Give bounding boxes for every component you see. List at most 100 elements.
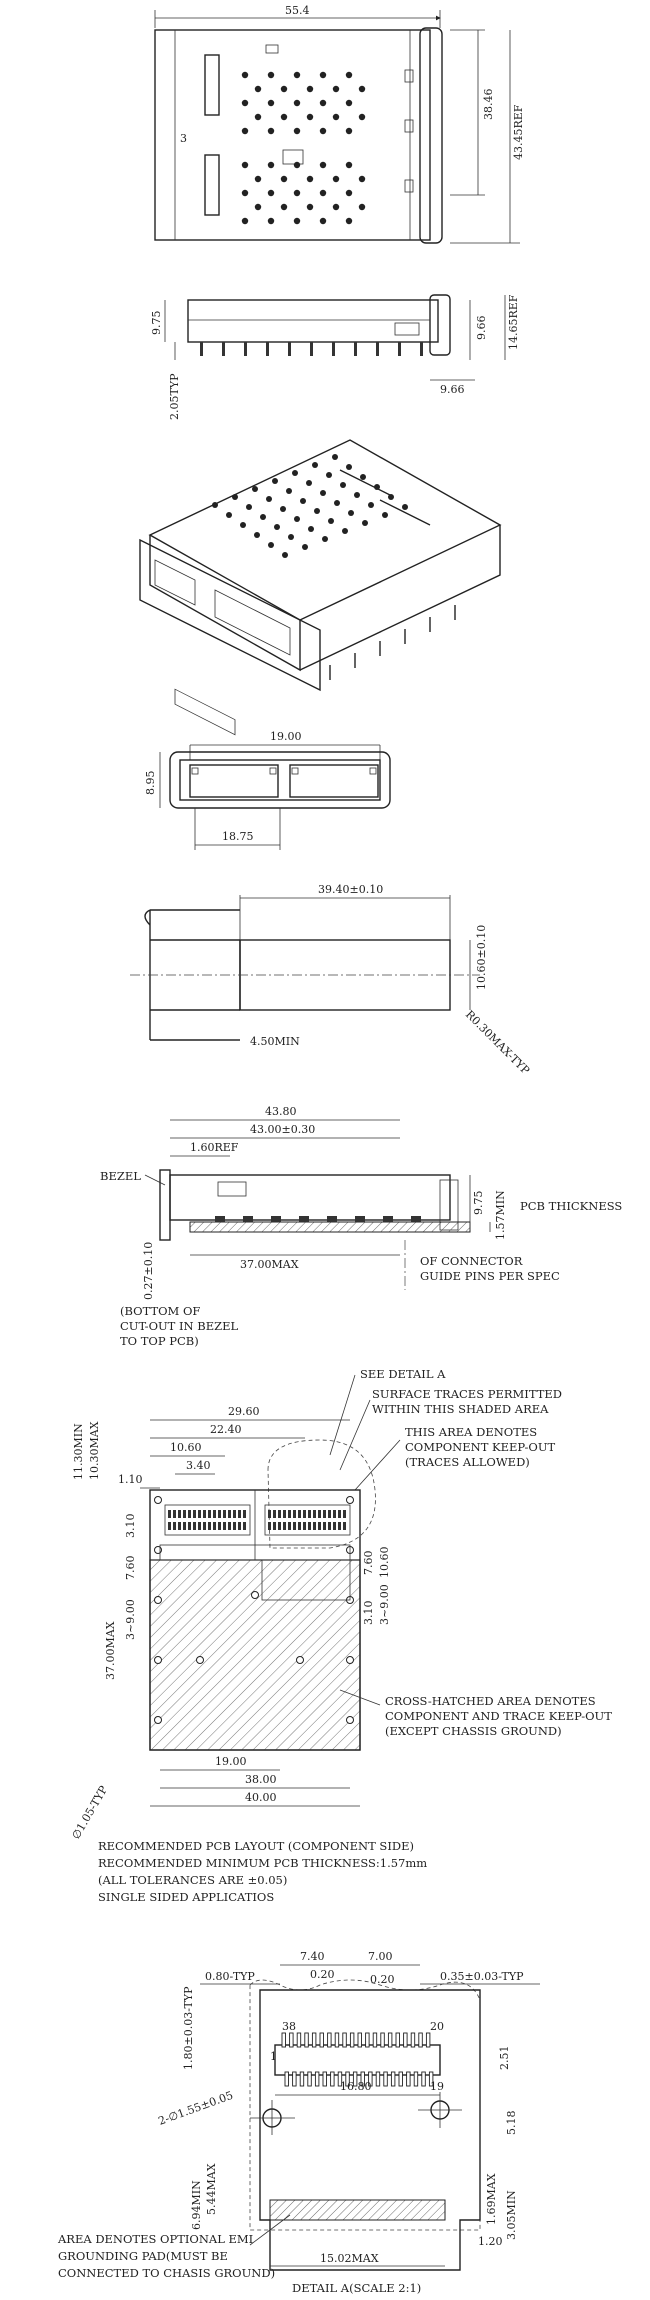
layout-pad xyxy=(323,1522,326,1530)
layout-pad xyxy=(288,1522,291,1530)
vent-hole xyxy=(241,127,249,135)
layout-pad xyxy=(208,1522,211,1530)
detail-pad xyxy=(304,2032,309,2048)
side-view: 9.75 2.05TYP 9.66 14.65REF 9.66 xyxy=(150,294,520,420)
layout-pad xyxy=(223,1522,226,1530)
detail-pad xyxy=(334,2032,340,2048)
vent-hole xyxy=(332,85,340,93)
vent-hole xyxy=(306,85,314,93)
vent-hole xyxy=(332,175,340,183)
layout-dim-3-40: 3.40 xyxy=(186,1459,211,1472)
detail-pad xyxy=(413,2071,419,2087)
detail-pad xyxy=(372,2032,378,2048)
layout-pad xyxy=(188,1522,191,1530)
detail-pad xyxy=(307,2071,312,2087)
detail-dim-7-00: 7.00 xyxy=(368,1950,393,1963)
top-height-dim-2: 43.45REF xyxy=(512,104,525,160)
layout-pad xyxy=(268,1522,271,1530)
detail-pad xyxy=(421,2071,426,2087)
vent-hole xyxy=(306,203,314,211)
detail-pad xyxy=(380,2032,385,2048)
detail-pad xyxy=(337,2071,343,2087)
iso-vent-hole xyxy=(306,480,312,486)
iso-vent-hole xyxy=(332,454,338,460)
layout-pad xyxy=(173,1510,176,1518)
detail-pad xyxy=(383,2071,388,2087)
layout-pad xyxy=(223,1510,226,1518)
layout-pad xyxy=(313,1522,316,1530)
layout-pad xyxy=(183,1522,186,1530)
iso-vent-hole xyxy=(226,512,232,518)
bezel-note-1: (BOTTOM OF xyxy=(120,1304,200,1318)
layout-dim-7-60-a: 7.60 xyxy=(124,1556,137,1581)
vent-hole xyxy=(345,71,353,79)
pin-38: 38 xyxy=(282,2020,296,2033)
layout-hole xyxy=(154,1496,162,1504)
layout-pad xyxy=(193,1510,196,1518)
callout-keepout-1: THIS AREA DENOTES xyxy=(405,1425,537,1439)
callout-cross-2: COMPONENT AND TRACE KEEP-OUT xyxy=(385,1709,612,1723)
detail-dim-0-20-b: 0.20 xyxy=(370,1973,395,1986)
layout-pad xyxy=(178,1510,181,1518)
layout-pad xyxy=(178,1522,181,1530)
emi-note-2: GROUNDING PAD(MUST BE xyxy=(58,2249,228,2263)
detail-pad xyxy=(281,2032,286,2048)
layout-pad xyxy=(198,1510,201,1518)
layout-hole xyxy=(346,1656,354,1664)
cutout-width: 39.40±0.10 xyxy=(318,883,383,896)
layout-pad xyxy=(313,1510,316,1518)
vent-hole xyxy=(254,203,262,211)
layout-pad xyxy=(338,1510,341,1518)
layout-pad xyxy=(333,1510,336,1518)
vent-hole xyxy=(358,175,366,183)
detail-pad xyxy=(319,2032,324,2048)
layout-pad xyxy=(273,1510,276,1518)
front-height: 8.95 xyxy=(144,771,157,796)
iso-vent-hole xyxy=(292,470,298,476)
iso-vent-hole xyxy=(362,520,368,526)
vent-hole xyxy=(254,85,262,93)
layout-pad xyxy=(343,1510,346,1518)
mount-pin xyxy=(271,1216,281,1222)
layout-hole xyxy=(346,1716,354,1724)
layout-pad xyxy=(233,1510,236,1518)
vent-hole xyxy=(241,189,249,197)
detail-pad xyxy=(368,2071,373,2087)
mount-dim-43-00: 43.00±0.30 xyxy=(250,1123,315,1136)
front-width-top: 19.00 xyxy=(270,730,302,743)
layout-pad xyxy=(268,1510,271,1518)
layout-pad xyxy=(318,1510,321,1518)
layout-pad xyxy=(283,1522,286,1530)
vent-hole xyxy=(358,203,366,211)
layout-pad xyxy=(308,1522,311,1530)
iso-vent-hole xyxy=(312,462,318,468)
front-width-bottom: 18.75 xyxy=(222,830,254,843)
rec-note-1: RECOMMENDED PCB LAYOUT (COMPONENT SIDE) xyxy=(98,1839,414,1853)
layout-pad xyxy=(203,1510,206,1518)
layout-pad xyxy=(228,1522,231,1530)
mount-pcb-thickness: 1.57MIN xyxy=(494,1190,507,1240)
vent-hole xyxy=(241,161,249,169)
layout-hole xyxy=(154,1656,162,1664)
mount-pin xyxy=(327,1216,337,1222)
detail-dim-16-80: 16.80 xyxy=(340,2080,372,2093)
detail-pad xyxy=(352,2071,358,2087)
layout-hole xyxy=(154,1716,162,1724)
side-pin xyxy=(354,342,357,356)
detail-pad xyxy=(330,2071,335,2087)
layout-pad xyxy=(328,1522,331,1530)
detail-pad xyxy=(349,2032,355,2048)
connector-label-1: OF CONNECTOR xyxy=(420,1254,523,1268)
iso-vent-hole xyxy=(340,482,346,488)
side-pin xyxy=(398,342,401,356)
detail-dim-5-18: 5.18 xyxy=(505,2111,518,2136)
layout-dim-10-60-v: 10.60 xyxy=(378,1547,391,1579)
layout-pad xyxy=(328,1510,331,1518)
side-pin xyxy=(288,342,291,356)
iso-vent-hole xyxy=(354,492,360,498)
iso-vent-hole xyxy=(240,522,246,528)
vent-hole xyxy=(306,113,314,121)
vent-hole xyxy=(319,161,327,169)
detail-pad xyxy=(311,2032,317,2048)
iso-vent-hole xyxy=(280,506,286,512)
